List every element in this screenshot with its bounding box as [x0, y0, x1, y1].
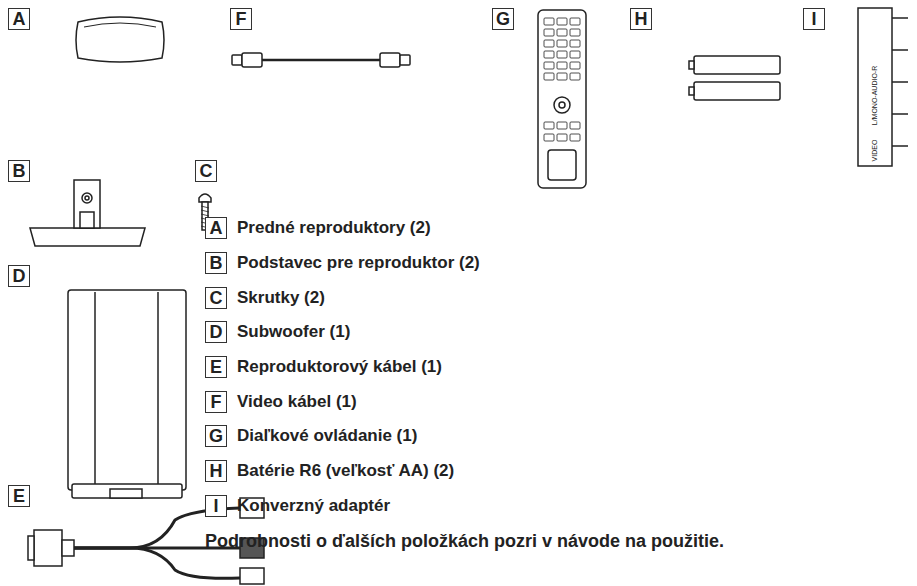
note: Podrobnosti o ďalších položkách pozri v … — [205, 531, 724, 552]
letter-box: H — [205, 460, 227, 482]
part-name: Reproduktorový kábel (1) — [237, 357, 442, 377]
stand-drawing — [30, 180, 145, 246]
letter-box: I — [803, 8, 825, 30]
video-cable-drawing — [232, 53, 410, 67]
letter-box: F — [205, 391, 227, 413]
item-letter: I — [213, 497, 218, 515]
item-letter: F — [211, 393, 222, 411]
item-letter: C — [200, 162, 213, 180]
item-letter: E — [13, 487, 25, 505]
adapter-drawing — [858, 8, 908, 166]
item-letter: E — [210, 358, 222, 376]
letter-box: D — [8, 265, 30, 287]
letter-box: D — [205, 321, 227, 343]
letter-box: H — [630, 8, 652, 30]
part-name: Batérie R6 (veľkosť AA) (2) — [237, 461, 454, 481]
letter-box: B — [205, 252, 227, 274]
item-letter: H — [210, 462, 223, 480]
connector-marking: VIDEO — [871, 139, 878, 161]
item-letter: F — [236, 10, 247, 28]
letter-box: C — [205, 287, 227, 309]
remote-drawing — [538, 10, 586, 188]
letter-box: A — [8, 8, 30, 30]
part-name: Skrutky (2) — [237, 288, 325, 308]
part-name: Konverzný adaptér — [237, 496, 390, 516]
letter-box: F — [230, 8, 252, 30]
part-name: Diaľkové ovládanie (1) — [237, 426, 417, 446]
letter-box: E — [8, 485, 30, 507]
item-letter: G — [496, 10, 510, 28]
item-letter: A — [13, 10, 26, 28]
part-name: Predné reproduktory (2) — [237, 218, 431, 238]
letter-box: C — [195, 160, 217, 182]
item-letter: H — [635, 10, 648, 28]
letter-box: E — [205, 356, 227, 378]
letter-box: G — [492, 8, 514, 30]
battery-drawing — [689, 56, 780, 100]
letter-box: G — [205, 425, 227, 447]
speaker-drawing — [76, 17, 164, 62]
letter-box: B — [8, 160, 30, 182]
part-name: Podstavec pre reproduktor (2) — [237, 253, 480, 273]
connector-marking: L/MONO-AUDIO-R — [872, 65, 879, 125]
item-letter: B — [210, 254, 223, 272]
letter-box: I — [205, 495, 227, 517]
item-letter: D — [210, 323, 223, 341]
part-name: Subwoofer (1) — [237, 322, 350, 342]
item-letter: A — [210, 219, 223, 237]
item-letter: I — [811, 10, 816, 28]
part-name: Video kábel (1) — [237, 392, 357, 412]
item-letter: B — [13, 162, 26, 180]
item-letter: D — [13, 267, 26, 285]
item-letter: C — [210, 289, 223, 307]
item-letter: G — [209, 427, 223, 445]
letter-box: A — [205, 217, 227, 239]
subwoofer-drawing — [68, 290, 186, 498]
